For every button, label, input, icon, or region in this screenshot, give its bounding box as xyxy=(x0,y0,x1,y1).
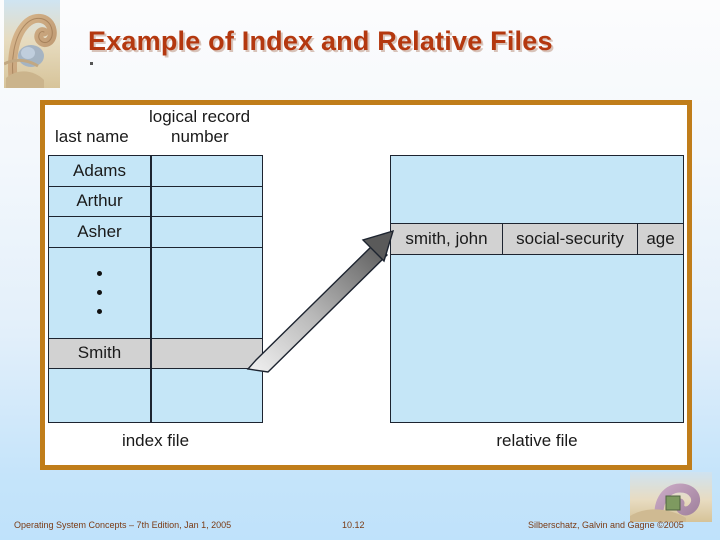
table-row xyxy=(49,369,262,423)
index-column-divider xyxy=(150,338,152,368)
table-row: Adams xyxy=(49,156,262,187)
table-row-ellipsis xyxy=(49,247,262,339)
index-column-divider xyxy=(150,186,152,216)
index-row-name: Arthur xyxy=(76,191,123,211)
figure-frame: logical record last name number Adams Ar… xyxy=(40,100,692,470)
dinosaur-logo-bottom-right xyxy=(630,472,712,522)
index-row-name: Smith xyxy=(77,343,122,363)
index-column-divider xyxy=(150,247,152,338)
relative-file-record-row: smith, john social-security age xyxy=(391,223,683,255)
relative-file-table: smith, john social-security age xyxy=(390,155,684,423)
footer-left-text: Operating System Concepts – 7th Edition,… xyxy=(14,520,232,530)
index-row-name xyxy=(49,369,150,423)
page-title: Example of Index and Relative Files xyxy=(88,26,553,56)
table-row: Asher xyxy=(49,217,262,248)
index-row-name: Adams xyxy=(73,160,126,180)
record-ssn-cell: social-security xyxy=(503,224,638,254)
footer-right-text: Silberschatz, Galvin and Gagne ©2005 xyxy=(528,520,684,530)
record-age-cell: age xyxy=(646,229,675,248)
index-header-number: number xyxy=(171,127,229,146)
dinosaur-logo-top-left xyxy=(4,0,60,88)
index-file-caption: index file xyxy=(121,431,190,450)
index-header-logical-record: logical record xyxy=(149,107,251,126)
index-column-divider xyxy=(150,156,152,186)
index-file-table: Adams Arthur Asher Smith xyxy=(48,155,263,423)
slide-number: 10.12 xyxy=(342,520,365,530)
index-row-name: Asher xyxy=(77,221,122,241)
record-name-cell: smith, john xyxy=(391,224,503,254)
index-column-divider xyxy=(150,217,152,247)
vertical-ellipsis-icon xyxy=(49,248,150,338)
title-bullet-dot xyxy=(90,62,93,65)
index-header-last-name: last name xyxy=(55,127,129,146)
table-row: Arthur xyxy=(49,186,262,217)
index-column-divider xyxy=(150,369,152,423)
relative-file-caption: relative file xyxy=(496,431,578,450)
table-row-smith: Smith xyxy=(49,338,262,369)
